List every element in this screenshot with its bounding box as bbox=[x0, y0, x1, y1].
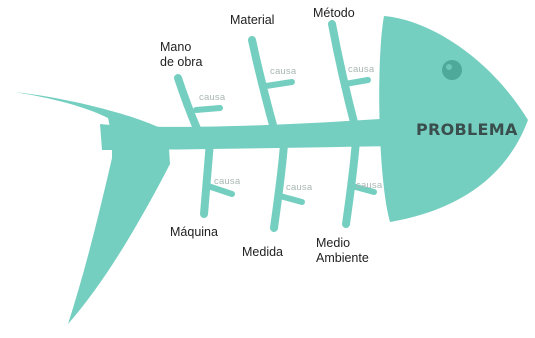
branch-cause-2 bbox=[263, 79, 295, 89]
bone-medio-ambiente bbox=[342, 136, 360, 228]
branch-cause-5 bbox=[277, 193, 305, 205]
cause-label: causa bbox=[348, 64, 375, 75]
fish-tail bbox=[14, 92, 170, 324]
branch-cause-4 bbox=[205, 183, 235, 197]
fish-eye bbox=[442, 60, 462, 80]
label-medio-ambiente: Medio Ambiente bbox=[316, 236, 369, 266]
label-medio-line-2: Ambiente bbox=[316, 251, 369, 265]
problem-label: PROBLEMA bbox=[416, 120, 518, 139]
label-metodo-text: Método bbox=[313, 6, 355, 20]
cause-label: causa bbox=[270, 66, 297, 77]
cause-label: causa bbox=[214, 176, 241, 187]
cause-label: causa bbox=[356, 180, 383, 191]
label-maquina: Máquina bbox=[170, 225, 218, 240]
fish-head bbox=[379, 16, 528, 222]
fish-spine bbox=[100, 118, 395, 150]
label-mano-line-2: de obra bbox=[160, 55, 203, 69]
branch-cause-1 bbox=[193, 105, 223, 113]
fish-eye-highlight bbox=[446, 64, 452, 70]
label-material-text: Material bbox=[230, 13, 275, 27]
label-metodo: Método bbox=[313, 6, 355, 21]
label-medida: Medida bbox=[242, 245, 283, 260]
label-mano-line-1: Mano bbox=[160, 40, 192, 54]
cause-label: causa bbox=[286, 182, 313, 193]
branch-cause-3 bbox=[342, 77, 371, 87]
bone-mano-de-obra bbox=[174, 74, 206, 144]
bone-material bbox=[248, 36, 280, 140]
label-maquina-text: Máquina bbox=[170, 225, 218, 239]
bone-maquina bbox=[200, 138, 214, 218]
label-material: Material bbox=[230, 13, 274, 28]
branch-cause-6 bbox=[349, 183, 377, 195]
bone-medida bbox=[270, 140, 288, 232]
bone-metodo bbox=[328, 20, 360, 134]
label-mano-de-obra: Mano de obra bbox=[160, 40, 202, 70]
label-medida-text: Medida bbox=[242, 245, 283, 259]
cause-label: causa bbox=[199, 92, 226, 103]
label-medio-line-1: Medio bbox=[316, 236, 351, 250]
